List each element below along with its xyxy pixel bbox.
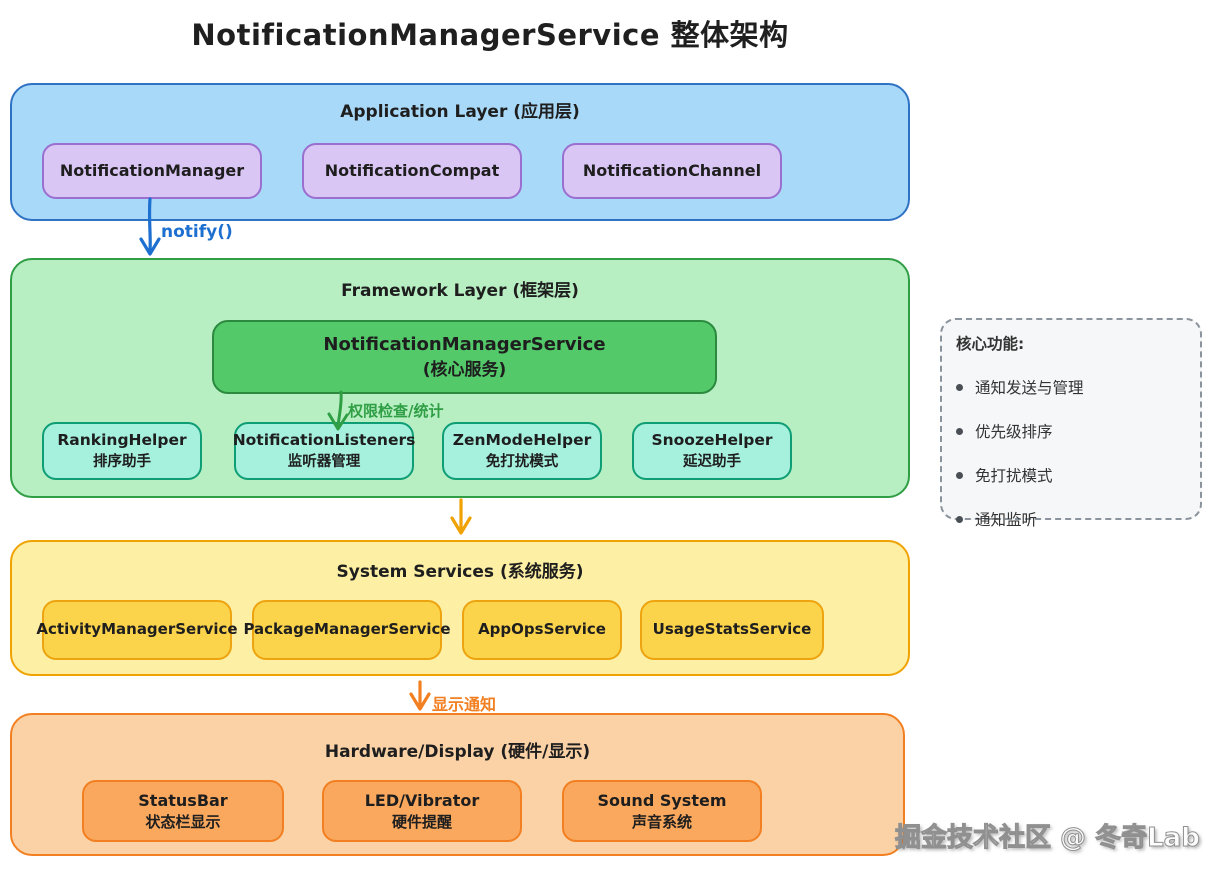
framework-layer-header: Framework Layer (框架层) <box>341 281 579 301</box>
framework-layer: Framework Layer (框架层) NotificationManage… <box>10 258 910 498</box>
node-status-bar: StatusBar 状态栏显示 <box>82 780 284 842</box>
node-label: StatusBar <box>138 790 228 810</box>
node-package-manager-service: PackageManagerService <box>243 600 451 660</box>
system-services-layer-header: System Services (系统服务) <box>336 562 584 582</box>
bullet-icon <box>956 515 963 523</box>
node-activity-manager-service: ActivityManagerService <box>36 600 238 660</box>
hardware-display-layer: Hardware/Display (硬件/显示) StatusBar 状态栏显示… <box>10 713 905 856</box>
permission-check-arrow-label: 权限检查/统计 <box>348 402 444 420</box>
list-item-label: 通知监听 <box>975 511 1038 529</box>
node-notification-manager-service: NotificationManagerService (核心服务) <box>212 320 717 394</box>
list-item-label: 优先级排序 <box>975 423 1053 441</box>
show-notification-arrow <box>409 680 431 711</box>
bullet-icon <box>956 471 963 479</box>
watermark: 掘金技术社区 @ 冬奇Lab <box>895 823 1201 854</box>
bullet-icon <box>956 427 963 435</box>
node-label: NotificationManager <box>59 161 245 181</box>
diagram-title: NotificationManagerService 整体架构 <box>191 18 789 52</box>
node-notification-channel: NotificationChannel <box>562 143 782 199</box>
node-notification-compat: NotificationCompat <box>302 143 522 199</box>
node-label: RankingHelper <box>57 431 187 450</box>
list-item-label: 免打扰模式 <box>975 467 1053 485</box>
node-snooze-helper: SnoozeHelper 延迟助手 <box>632 422 792 480</box>
application-layer: Application Layer (应用层) NotificationMana… <box>10 83 910 221</box>
node-label: Sound System <box>597 790 727 810</box>
node-label: NotificationCompat <box>324 161 500 181</box>
node-zen-mode-helper: ZenModeHelper 免打扰模式 <box>442 422 602 480</box>
node-label: NotificationChannel <box>582 161 762 181</box>
list-item: 优先级排序 <box>956 420 1186 442</box>
node-app-ops-service: AppOpsService <box>462 600 622 660</box>
node-label: AppOpsService <box>478 620 606 639</box>
node-sublabel: 硬件提醒 <box>391 812 452 831</box>
list-item: 通知监听 <box>956 508 1186 530</box>
notify-arrow-label: notify() <box>161 222 233 242</box>
node-label: ActivityManagerService <box>36 620 238 639</box>
list-item: 免打扰模式 <box>956 464 1186 486</box>
node-notification-manager: NotificationManager <box>42 143 262 199</box>
hardware-display-layer-header: Hardware/Display (硬件/显示) <box>324 742 591 762</box>
node-label: UsageStatsService <box>652 620 812 639</box>
node-sublabel: 监听器管理 <box>287 453 361 470</box>
node-ranking-helper: RankingHelper 排序助手 <box>42 422 202 480</box>
node-notification-listeners: NotificationListeners 监听器管理 <box>232 422 416 480</box>
node-sublabel: 排序助手 <box>93 453 151 470</box>
node-led-vibrator: LED/Vibrator 硬件提醒 <box>322 780 522 842</box>
node-label: NotificationManagerService <box>323 333 606 355</box>
node-label: PackageManagerService <box>243 620 451 639</box>
node-sublabel: 延迟助手 <box>683 453 741 470</box>
node-label: NotificationListeners <box>232 431 416 450</box>
application-layer-header: Application Layer (应用层) <box>340 102 580 122</box>
system-services-layer: System Services (系统服务) ActivityManagerSe… <box>10 540 910 676</box>
core-functions-panel: 核心功能: 通知发送与管理 优先级排序 免打扰模式 通知监听 <box>940 318 1202 529</box>
list-item-label: 通知发送与管理 <box>975 379 1084 397</box>
to-system-services-arrow <box>450 498 472 535</box>
node-label: SnoozeHelper <box>651 431 773 450</box>
node-sublabel: (核心服务) <box>422 359 507 380</box>
node-usage-stats-service: UsageStatsService <box>640 600 824 660</box>
node-label: LED/Vibrator <box>364 790 480 810</box>
core-functions-header: 核心功能: <box>956 335 1025 353</box>
node-sublabel: 状态栏显示 <box>145 812 221 831</box>
node-sublabel: 声音系统 <box>631 812 692 831</box>
node-sublabel: 免打扰模式 <box>485 453 559 470</box>
show-notification-arrow-label: 显示通知 <box>432 695 497 714</box>
bullet-icon <box>956 383 963 391</box>
list-item: 通知发送与管理 <box>956 376 1186 398</box>
node-label: ZenModeHelper <box>452 431 592 450</box>
node-sound-system: Sound System 声音系统 <box>562 780 762 842</box>
